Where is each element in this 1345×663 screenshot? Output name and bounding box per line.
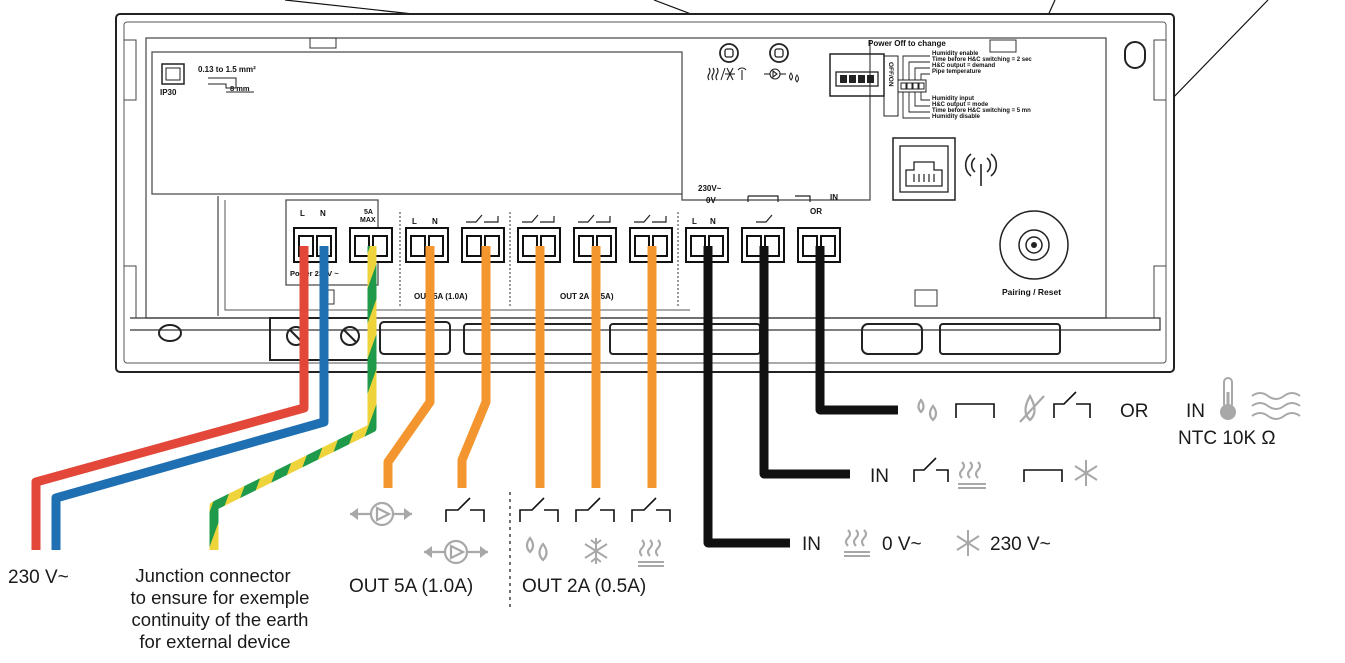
strip-length-label: 8 mm: [230, 84, 250, 93]
heating-icon: [707, 67, 719, 81]
term-in1-l: L: [692, 217, 697, 226]
rj45-port-icon: [892, 137, 956, 201]
junction-note: Junction connector to ensure for exemple…: [131, 565, 310, 652]
pump-icon: [350, 501, 412, 527]
heating-icon: [958, 461, 986, 489]
humidity-drops-icon: [789, 72, 799, 83]
relay-contact-icon: [519, 497, 559, 522]
pump-icon: [424, 539, 488, 565]
floor-heating-waves-icon: [1251, 392, 1301, 420]
in-sensor-or: OR: [1120, 401, 1149, 422]
relay-contact-icon: [445, 497, 485, 522]
no-humidity-icon: [1019, 393, 1045, 423]
status-leds: [707, 43, 799, 83]
wire-live: [31, 246, 309, 550]
snowflake-icon: [725, 67, 735, 81]
wire-out-pump-relay: [457, 246, 491, 488]
heating-icon: [844, 529, 870, 557]
relay-contact-icon: [575, 497, 615, 522]
term-in3-in: IN: [830, 193, 838, 202]
dip-line-7: Time before H&C switching = 5 mn: [932, 108, 1031, 114]
dip-line-3: H&C output = demand: [932, 63, 995, 69]
relay-contact-icon: [631, 497, 671, 522]
term-out5-caption: OUT 5A (1.0A): [414, 292, 468, 301]
wire-earth: [209, 246, 377, 550]
wire-section-label: 0.13 to 1.5 mm²: [198, 65, 256, 74]
term-in3-or: OR: [810, 207, 822, 216]
dip-leader-lines: [902, 55, 930, 119]
humidity-drops-icon: [917, 398, 938, 422]
dip-line-8: Humidity disable: [932, 114, 981, 120]
term-power-caption: Power 230V ~: [290, 269, 339, 278]
in-sensor-in: IN: [1186, 401, 1205, 422]
dip-line-4: Pipe temperature: [932, 69, 982, 75]
in-sensor-ntc: NTC 10K Ω: [1178, 428, 1276, 449]
term-out5-l: L: [412, 217, 417, 226]
dip-line-6: H&C output = mode: [932, 102, 989, 108]
term-out5-n: N: [432, 217, 438, 226]
relay-contact-icon: [1023, 469, 1063, 482]
thermostat-housing: [115, 13, 1175, 373]
dip-line-5: Humidity input: [932, 96, 974, 102]
humidity-drops-icon: [525, 536, 548, 562]
term-power-l: L: [300, 209, 305, 218]
junction-line-1: Junction connector: [135, 565, 290, 586]
dip-line-2: Time before H&C switching = 2 sec: [932, 57, 1032, 63]
wire-in-mode: [759, 246, 850, 479]
relay-contact-icon: [1053, 391, 1091, 418]
term-power-5a: 5A: [364, 209, 373, 216]
antenna-icon: [737, 67, 747, 80]
terminal: [741, 227, 785, 263]
wire-in-sensor: [815, 246, 898, 415]
snowflake-icon: [1074, 460, 1098, 486]
thermometer-icon: [1220, 377, 1236, 420]
terminal: [461, 227, 505, 263]
snowflake-icon: [584, 538, 608, 564]
in-hc-230: 230 V~: [990, 534, 1051, 555]
mains-label: 230 V~: [8, 567, 69, 588]
wire-in-hc: [703, 246, 790, 548]
ip-rating: IP30: [160, 88, 177, 97]
in-hc-label: IN: [802, 534, 821, 555]
wire-spec: IP30 0.13 to 1.5 mm² 8 mm: [160, 63, 256, 97]
term-power-n: N: [320, 209, 326, 218]
term-power-max: MAX: [360, 217, 376, 224]
antenna-icon: [964, 153, 998, 186]
heating-icon: [638, 539, 664, 567]
wire-out-pump-l: [383, 246, 435, 488]
dip-line-1: Humidity enable: [932, 51, 979, 57]
dip-title: Power Off to change: [868, 39, 946, 48]
wires: [31, 246, 898, 550]
in-mode-label: IN: [870, 466, 889, 487]
out2-label: OUT 2A (0.5A): [522, 576, 646, 597]
term-in1-0v: 0V: [706, 196, 716, 205]
pairing-label: Pairing / Reset: [1002, 287, 1061, 297]
junction-line-4: for external device: [139, 631, 290, 652]
relay-contact-icon: [955, 403, 995, 418]
pump-icon: [764, 68, 786, 80]
junction-line-2: to ensure for exemple: [131, 587, 310, 608]
junction-line-3: continuity of the earth: [132, 609, 309, 630]
relay-contact-icon: [913, 457, 949, 482]
dip-side-label: OFF/ON: [887, 62, 894, 87]
out5-label: OUT 5A (1.0A): [349, 576, 473, 597]
terminal: [685, 227, 729, 263]
dip-switch-panel: Power Off to change OFF/ON Humidity enab…: [829, 39, 1032, 120]
term-in1-n: N: [710, 217, 716, 226]
term-in1-230: 230V~: [698, 184, 722, 193]
in-hc-zero: 0 V~: [882, 534, 922, 555]
reset-button-icon: Pairing / Reset: [999, 210, 1069, 297]
wire-neutral: [51, 246, 329, 550]
snowflake-icon: [956, 530, 980, 556]
term-out2-caption: OUT 2A (0.5A): [560, 292, 614, 301]
dip-switches: [897, 79, 927, 93]
